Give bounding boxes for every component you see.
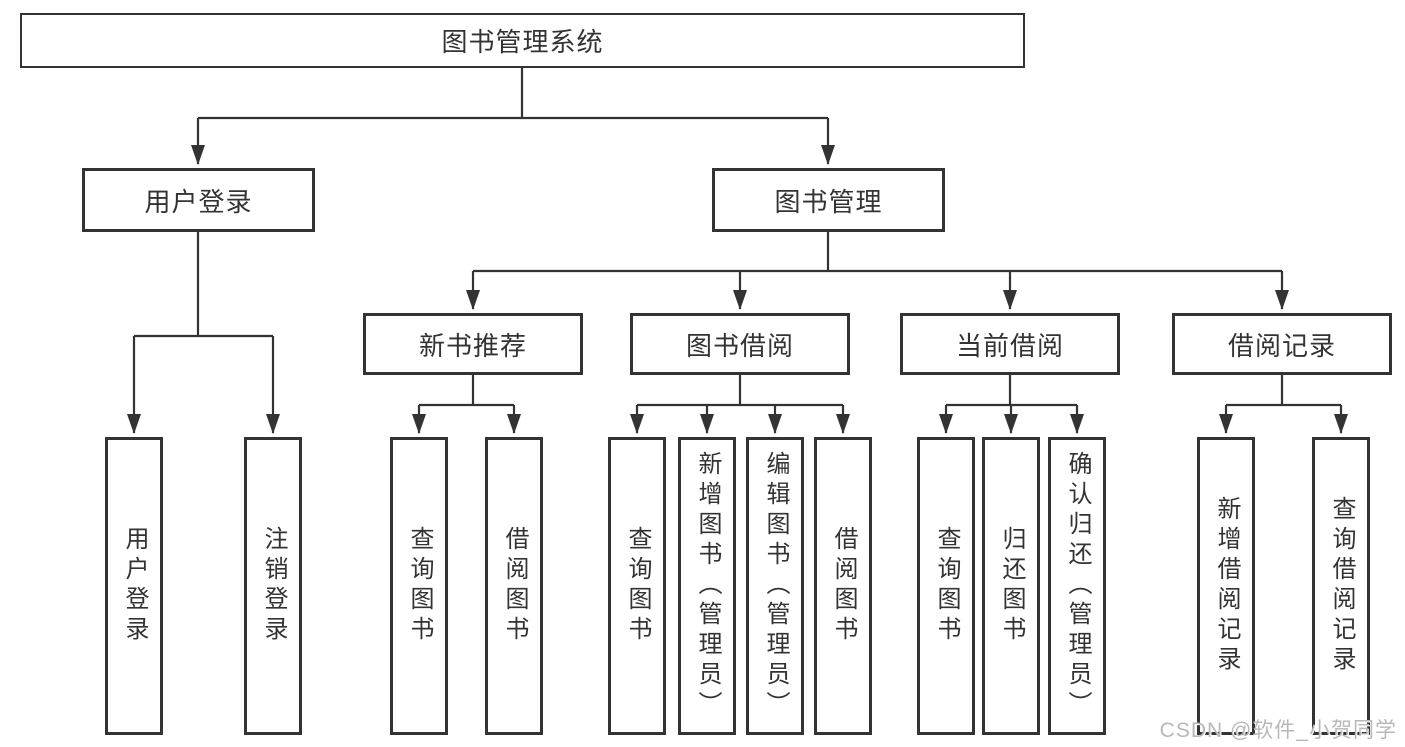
watermark: CSDN @软件_小贺同学 — [1159, 719, 1397, 742]
leaf-return-books: 归还图书 — [982, 437, 1040, 735]
leaf-user-login: 用户登录 — [105, 437, 163, 735]
leaf-borrow-books-recommend: 借阅图书 — [485, 437, 543, 735]
leaf-query-books-current: 查询图书 — [917, 437, 975, 735]
node-book-borrow: 图书借阅 — [630, 313, 850, 375]
leaf-add-book-admin: 新增图书（管理员） — [678, 437, 736, 735]
leaf-logout: 注销登录 — [244, 437, 302, 735]
node-book-management: 图书管理 — [712, 168, 945, 232]
node-borrow-records: 借阅记录 — [1172, 313, 1392, 375]
node-current-borrow: 当前借阅 — [900, 313, 1120, 375]
node-user-login: 用户登录 — [82, 168, 315, 232]
leaf-query-books-recommend: 查询图书 — [390, 437, 448, 735]
node-library-system: 图书管理系统 — [20, 13, 1025, 68]
leaf-borrow-books: 借阅图书 — [814, 437, 872, 735]
leaf-edit-book-admin: 编辑图书（管理员） — [746, 437, 804, 735]
leaf-add-borrow-record: 新增借阅记录 — [1197, 437, 1255, 735]
leaf-confirm-return-admin: 确认归还（管理员） — [1048, 437, 1106, 735]
node-new-book-recommend: 新书推荐 — [363, 313, 583, 375]
leaf-query-books-borrow: 查询图书 — [608, 437, 666, 735]
leaf-query-borrow-record: 查询借阅记录 — [1312, 437, 1370, 735]
